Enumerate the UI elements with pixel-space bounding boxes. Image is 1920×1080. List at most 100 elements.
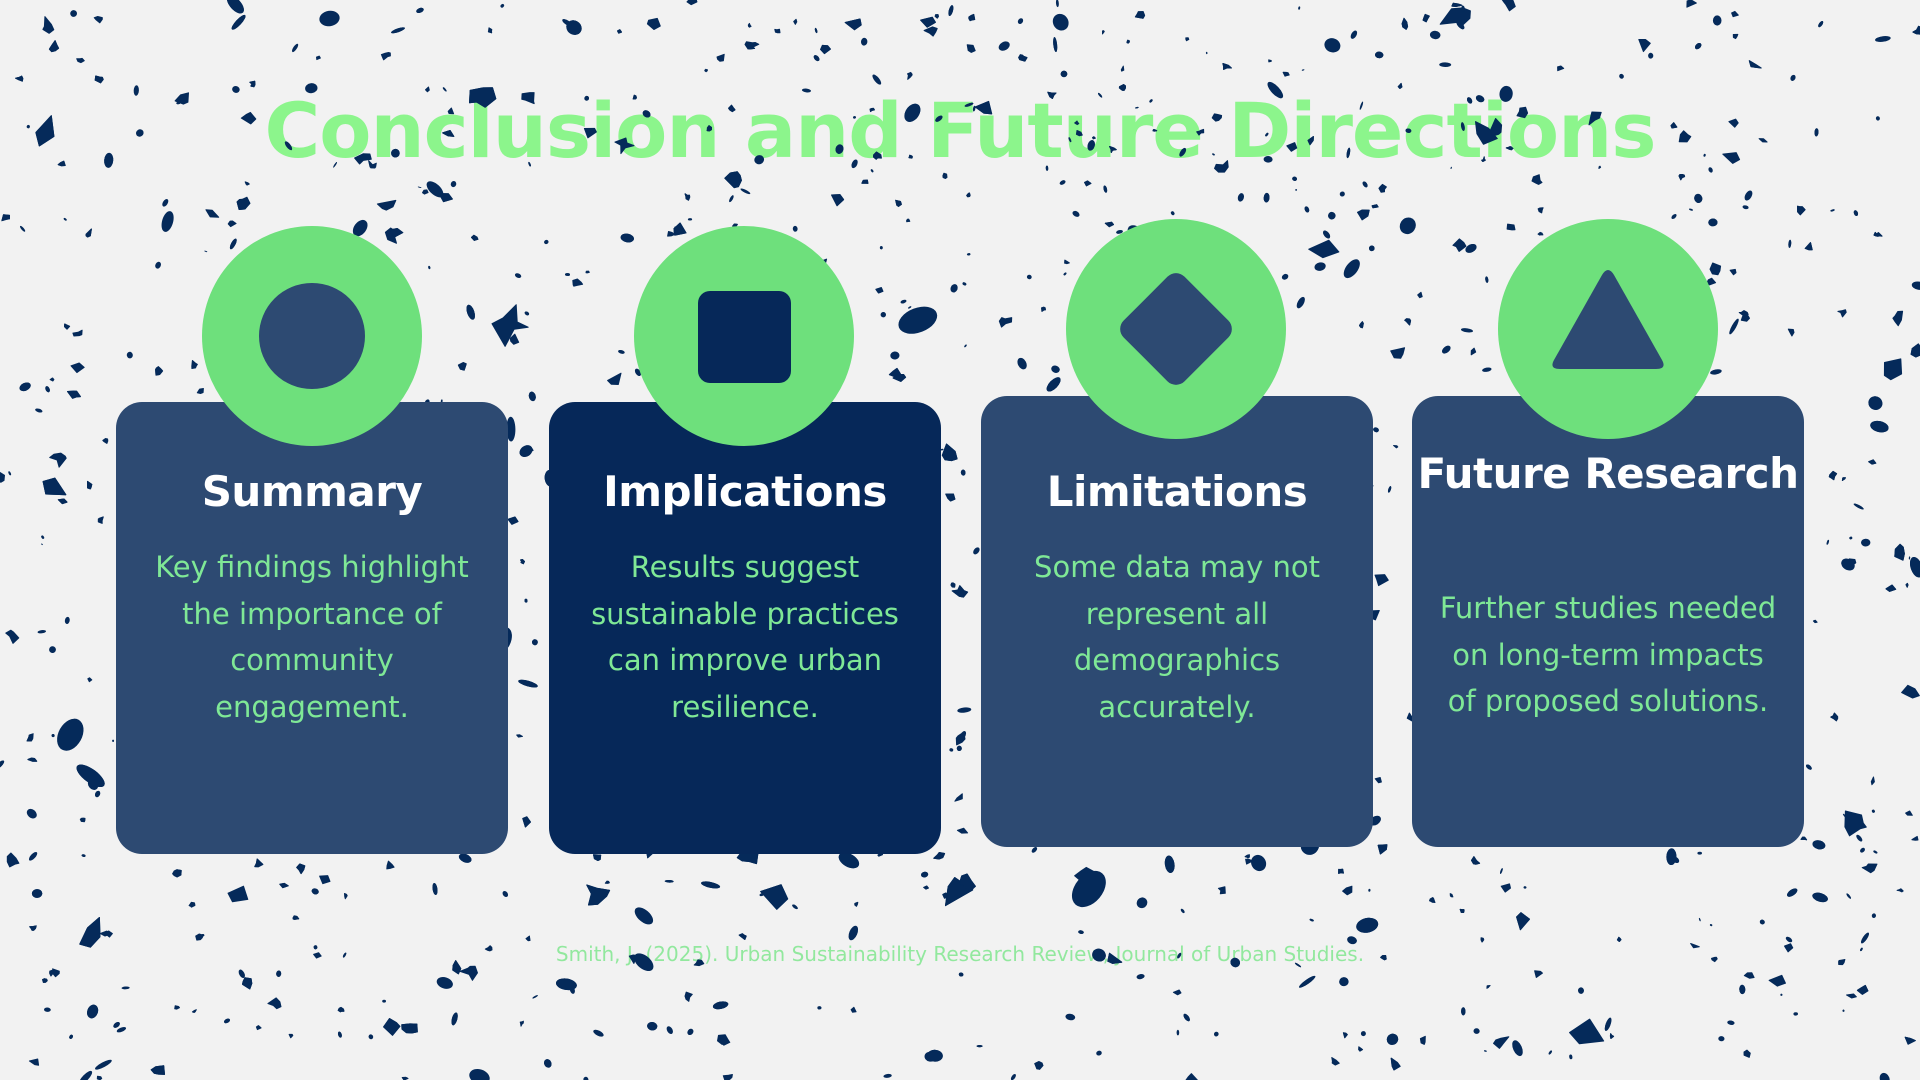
splatter-speck [1470,347,1477,356]
splatter-speck [201,934,205,937]
card-limitations: Limitations Some data may not represent … [981,396,1373,847]
splatter-speck [432,883,438,895]
splatter-speck [1768,974,1786,987]
splatter-speck [717,1035,731,1046]
splatter-speck [1338,868,1344,874]
splatter-speck [1849,536,1853,540]
splatter-speck [879,246,883,250]
splatter-speck [1718,1036,1725,1042]
splatter-speck [1296,296,1305,309]
splatter-speck [337,1031,342,1038]
splatter-speck [1328,211,1336,220]
splatter-speck [116,1026,127,1033]
splatter-speck [37,630,47,634]
splatter-speck [712,1001,729,1010]
splatter-speck [844,18,862,31]
splatter-speck [254,858,264,868]
splatter-speck [1516,912,1530,931]
splatter-speck [76,57,85,64]
splatter-speck [717,1034,730,1045]
splatter-speck [1790,74,1796,81]
splatter-speck [607,372,622,385]
splatter-speck [1868,396,1883,410]
splatter-speck [908,306,912,309]
splatter-speck [945,877,974,907]
splatter-speck [1362,181,1368,188]
splatter-speck [1748,60,1762,69]
splatter-speck [1671,856,1680,863]
splatter-speck [960,469,966,476]
splatter-speck [566,20,582,35]
splatter-speck [1759,919,1765,925]
splatter-speck [895,199,902,207]
splatter-speck [26,733,34,742]
splatter-speck [968,13,976,22]
diamond-icon [1120,273,1232,385]
splatter-speck [1800,836,1808,841]
splatter-speck [945,493,956,502]
splatter-speck [1422,13,1430,23]
splatter-speck [1742,205,1749,210]
splatter-speck [42,978,48,983]
splatter-speck [1342,1032,1348,1039]
splatter-speck [242,977,253,990]
splatter-speck [1390,1057,1401,1071]
splatter-speck [1183,1013,1190,1022]
splatter-speck [1419,1035,1426,1045]
splatter-speck [292,915,300,920]
splatter-speck [941,443,958,462]
splatter-speck [1244,854,1250,859]
splatter-speck [1873,231,1880,237]
splatter-speck [964,344,967,348]
splatter-speck [1461,5,1465,12]
splatter-speck [466,304,475,320]
splatter-speck [1183,1013,1190,1022]
splatter-speck [451,1012,458,1026]
splatter-speck [1244,854,1250,859]
card-implications: Implications Results suggest sustainable… [549,402,941,854]
splatter-speck [883,1073,892,1078]
splatter-speck [1830,712,1839,722]
splatter-speck [191,360,198,369]
splatter-speck [555,978,577,991]
splatter-speck [1018,54,1028,62]
splatter-speck [646,17,661,30]
splatter-speck [1738,310,1749,317]
splatter-speck [738,933,747,940]
splatter-speck [42,978,48,983]
splatter-speck [1342,885,1353,896]
splatter-speck [1523,886,1527,889]
splatter-speck [522,816,531,828]
splatter-speck [593,854,602,861]
splatter-speck [617,29,622,34]
splatter-speck [647,1021,658,1031]
splatter-speck [1743,972,1755,979]
splatter-speck [831,194,845,207]
splatter-speck [1856,984,1869,995]
splatter-speck [1904,1036,1916,1045]
splatter-speck [57,718,84,751]
splatter-speck [1323,230,1331,239]
splatter-speck [1429,897,1436,903]
splatter-speck [457,362,467,371]
splatter-speck [820,44,831,55]
splatter-speck [191,1009,197,1013]
card-badge [1066,219,1286,439]
splatter-speck [368,1034,374,1040]
splatter-speck [1841,558,1855,571]
splatter-speck [948,5,954,17]
splatter-speck [954,793,963,802]
splatter-speck [87,480,93,490]
splatter-speck [684,193,691,201]
splatter-speck [921,871,929,878]
splatter-speck [49,646,56,653]
splatter-speck [1172,989,1182,996]
splatter-speck [1010,1073,1016,1080]
splatter-speck [951,585,969,598]
splatter-speck [1804,242,1813,251]
splatter-speck [292,915,300,920]
splatter-speck [319,10,340,27]
splatter-speck [1904,1036,1916,1045]
splatter-speck [1465,244,1477,253]
